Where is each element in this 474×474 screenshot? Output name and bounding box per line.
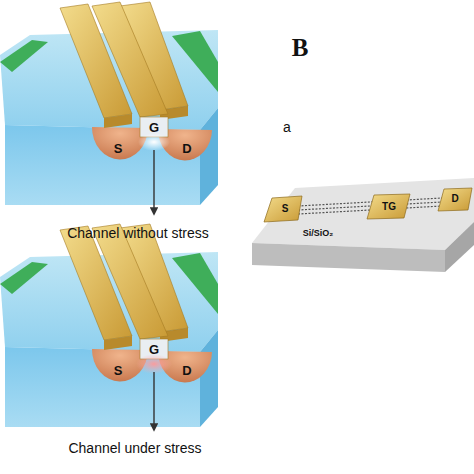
caption-label: Channel under stress: [68, 441, 201, 455]
top-gate-label: TG: [382, 202, 396, 212]
caption-label: Channel without stress: [67, 226, 209, 240]
drain-label: D: [182, 142, 191, 155]
gate-label: G: [149, 343, 159, 356]
transistor-3d: [0, 2, 218, 205]
substrate-label: Si/SiO₂: [303, 229, 334, 238]
source-label: S: [114, 142, 123, 155]
subpanel-letter: a: [283, 120, 291, 134]
drain-label: D: [182, 364, 191, 377]
gate-label: G: [149, 121, 159, 134]
source-label: S: [114, 364, 123, 377]
panel-letter: B: [292, 35, 309, 60]
drain-pad-label: D: [451, 194, 458, 204]
device-substrate: [252, 178, 474, 272]
source-pad-label: S: [282, 204, 289, 214]
